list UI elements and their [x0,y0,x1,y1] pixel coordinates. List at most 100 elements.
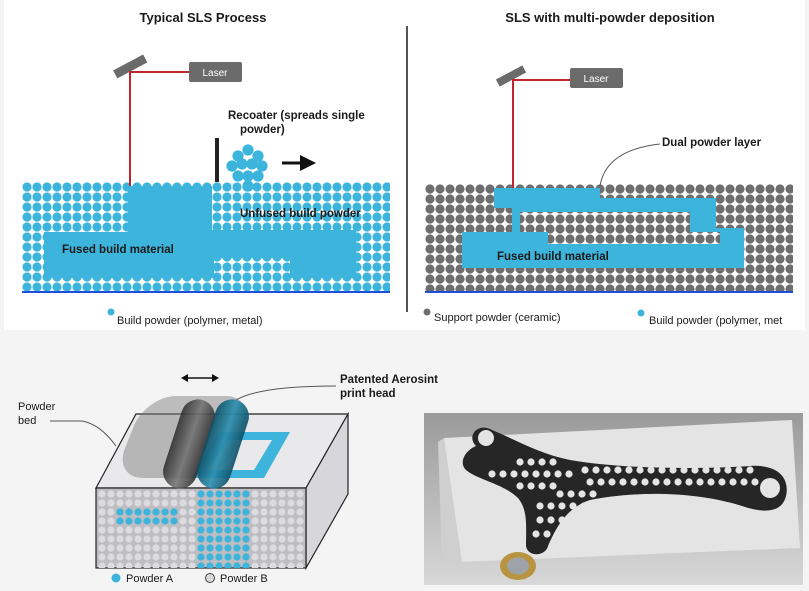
powder-particle [107,562,115,568]
powder-particle [42,222,52,232]
powder-particle [635,214,645,224]
powder-particle [112,202,122,212]
powder-particle [775,264,785,274]
powder-particle [170,517,178,525]
powder-particle [269,562,277,568]
powder-particle [116,526,124,534]
powder-particle [312,222,322,232]
powder-particle [465,184,475,194]
powder-particle [242,553,250,561]
powder-particle [292,182,302,192]
powder-particle [143,517,151,525]
powder-particle [302,202,312,212]
powder-particle [215,535,223,543]
powder-particle [98,544,106,552]
powder-particle [445,224,455,234]
powder-particle [72,182,82,192]
powder-particle [161,526,169,534]
powder-particle [362,182,372,192]
powder-particle [625,214,635,224]
powder-particle [125,562,133,568]
right-legend-support-dot [423,308,431,316]
powder-particle [224,526,232,534]
powder-particle [292,282,302,292]
powder-particle [595,214,605,224]
left-title: Typical SLS Process [140,10,267,25]
powder-particle [72,202,82,212]
powder-particle [655,274,665,284]
part-hole [488,470,496,478]
powder-particle [42,192,52,202]
legend-b-dot [205,573,215,583]
powder-particle [215,508,223,516]
powder-particle [232,182,242,192]
powder-particle [251,544,259,552]
powder-particle [143,526,151,534]
powder-particle [465,274,475,284]
dual-layer-leader [599,143,661,187]
powder-particle [260,535,268,543]
powder-particle [232,262,242,272]
powder-particle [188,508,196,516]
powder-particle [260,526,268,534]
powder-particle [287,553,295,561]
dual-layer-label: Dual powder layer [662,137,762,149]
powder-particle [22,192,32,202]
powder-particle [725,184,735,194]
powder-particle [152,526,160,534]
powder-particle [705,184,715,194]
powder-particle [202,282,212,292]
right-laser-label: Laser [583,74,609,85]
powder-particle [251,508,259,516]
powder-particle [372,222,382,232]
powder-particle [322,222,332,232]
powder-particle [242,544,250,552]
powder-particle [262,282,272,292]
powder-particle [224,553,232,561]
powder-particle [382,242,390,252]
powder-particle [332,282,342,292]
powder-particle [302,212,312,222]
powder-particle [252,170,264,182]
powder-particle [332,222,342,232]
powder-particle [32,222,42,232]
powder-particle [775,184,785,194]
unfused-label: Unfused build powder [240,208,361,220]
powder-particle [675,214,685,224]
powder-particle [785,254,793,264]
powder-particle [515,274,525,284]
powder-particle [82,212,92,222]
powder-particle [625,284,635,292]
powder-particle [455,194,465,204]
powder-particle [233,508,241,516]
powder-particle [545,224,555,234]
powder-particle [233,562,241,568]
powder-particle [215,544,223,552]
powder-particle [382,202,390,212]
powder-particle [296,535,304,543]
left-laser-box [189,62,242,82]
powder-particle [206,553,214,561]
powder-particle [342,202,352,212]
powder-particle [197,562,205,568]
part-hole [543,470,551,478]
left-laser-beam [129,71,189,186]
powder-particle [134,526,142,534]
powder-particle [143,508,151,516]
powder-particle [142,282,152,292]
powder-particle [62,222,72,232]
powder-particle [242,508,250,516]
powder-particle [116,562,124,568]
powder-particle [615,214,625,224]
powder-particle [715,214,725,224]
powder-particle [170,499,178,507]
powder-particle [575,214,585,224]
powder-particle [465,284,475,292]
part-hole [589,490,597,498]
powder-particle [232,212,242,222]
powder-particle [755,254,765,264]
powder-particle [282,272,292,282]
powder-particle [272,192,282,202]
powder-particle [22,272,32,282]
powder-particle [98,535,106,543]
